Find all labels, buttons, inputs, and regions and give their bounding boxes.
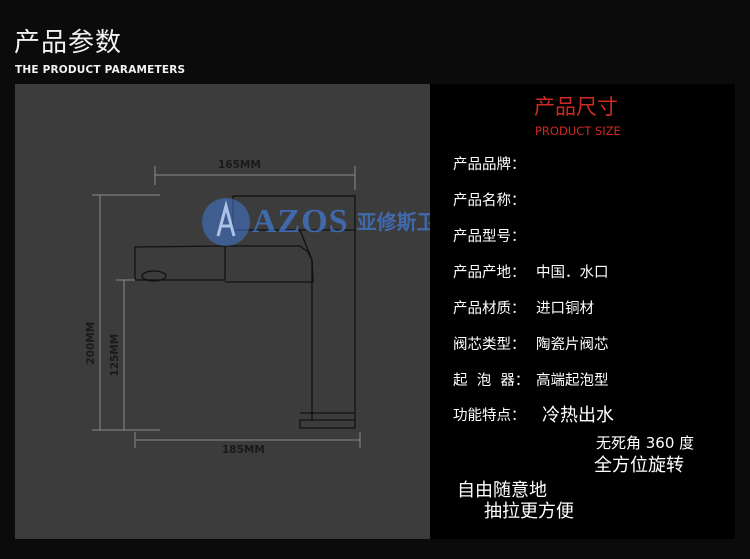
feature-line-pullout: 抽拉更方便 [484,501,574,522]
feature-line-rotation: 无死角 360 度 [596,434,695,452]
faucet-spout [134,245,226,281]
dimension-spout-height: 125MM [109,333,122,377]
spec-value-features: 冷热出水 [542,405,614,426]
page-title: 产品参数 [14,28,123,58]
dimension-total-height: 200MM [85,321,98,365]
brand-name: AZOS [252,203,349,240]
feature-line-swivel: 全方位旋转 [594,455,684,476]
spec-value-valve: 陶瓷片阀芯 [536,337,609,353]
drawing-panel [15,84,430,539]
size-subtitle: PRODUCT SIZE [535,124,621,138]
spec-value-aerator: 高端起泡型 [536,373,609,389]
faucet-aerator [141,270,167,282]
brand-logo-icon [202,198,250,246]
spec-value-origin: 中国．水口 [536,265,609,281]
dimension-top-width: 165MM [218,159,261,171]
spec-label-material: 产品材质： [453,301,526,317]
specs-panel [430,84,735,539]
spec-label-origin: 产品产地： [453,265,526,281]
dimension-base-width: 185MM [222,444,265,456]
feature-line-free: 自由随意地 [457,480,547,501]
spec-label-features: 功能特点： [453,408,526,424]
spec-label-model: 产品型号： [453,229,526,245]
spec-value-material: 进口铜材 [536,301,594,317]
spec-label-valve: 阀芯类型： [453,337,526,353]
size-title: 产品尺寸 [534,95,618,119]
spec-label-name: 产品名称： [453,193,526,209]
page-subtitle: THE PRODUCT PARAMETERS [15,64,186,76]
brand-watermark: AZOS 亚修斯卫浴 [200,196,457,248]
spec-label-aerator: 起 泡 器： [453,373,530,389]
spec-label-brand: 产品品牌： [453,157,526,173]
faucet-base [299,419,356,429]
